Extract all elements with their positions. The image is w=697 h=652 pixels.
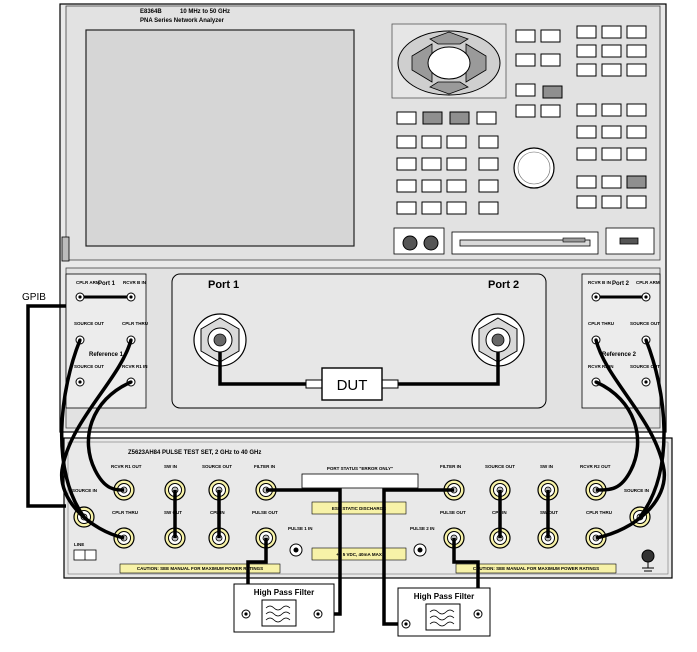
analyzer-display [85, 29, 355, 247]
right-source-out2-label: SOURCE OUT [630, 364, 660, 369]
port2-dut-cable [398, 352, 500, 386]
pulse1-bnc[interactable] [289, 543, 303, 557]
floppy-drive[interactable] [451, 231, 599, 255]
soft-keys[interactable] [396, 111, 497, 125]
filter-in-right-label: FILTER IN [440, 464, 461, 469]
sw-out-left-label: SW OUT [164, 510, 182, 515]
rotary-knob[interactable] [513, 147, 555, 189]
gpib-label: GPIB [22, 292, 46, 303]
sw-in-right-label: SW IN [540, 464, 553, 469]
line-switch[interactable] [73, 549, 97, 561]
port-status-label: PORT STATUS "ERROR ONLY" [327, 466, 393, 471]
cplr-thru-right-label: CPLR THRU [586, 510, 612, 515]
hpf-left-label: High Pass Filter [254, 588, 314, 597]
high-pass-filter-left: High Pass Filter [233, 583, 335, 633]
function-keys-lower[interactable] [576, 175, 647, 209]
pulse-test-set: Z5623AH84 PULSE TEST SET, 2 GHz to 40 GH… [63, 437, 673, 579]
analyzer-freq: 10 MHz to 50 GHz [180, 9, 230, 15]
ground-icon [641, 549, 655, 572]
line-label: LINE [74, 542, 84, 547]
rcvr-r1-out-label: RCVR R1 OUT [111, 464, 142, 469]
caution-right: CAUTION: SEE MANUAL FOR MAXIMUM POWER RA… [473, 566, 599, 571]
caution-left: CAUTION: SEE MANUAL FOR MAXIMUM POWER RA… [137, 566, 263, 571]
left-source-out-label: SOURCE OUT [74, 321, 104, 326]
source-out-right-label: SOURCE OUT [485, 464, 515, 469]
pulse2-bnc[interactable] [413, 543, 427, 557]
pna-network-analyzer: E8364B 10 MHz to 50 GHz PNA Series Netwo… [59, 3, 667, 433]
pulse-out-right-label: PULSE OUT [440, 510, 466, 515]
testset-title: Z5623AH84 PULSE TEST SET, 2 GHz to 40 GH… [128, 450, 261, 456]
right-rcvr-r2-label: RCVR R2 IN [588, 364, 614, 369]
left-rcvr-r1-label: RCVR R1 IN [122, 364, 148, 369]
left-source-out2-label: SOURCE OUT [74, 364, 104, 369]
right-rcvr-b-label: RCVR B IN [588, 280, 611, 285]
power-buttons[interactable] [393, 227, 445, 255]
port1-dut-cable [218, 352, 306, 386]
port1-connector[interactable] [193, 313, 247, 367]
function-keys-top[interactable] [515, 25, 647, 161]
reference2-label: Reference 2 [602, 352, 637, 358]
left-rcvr-b-label: RCVR B IN [123, 280, 146, 285]
port2-label: Port 2 [488, 279, 519, 291]
source-in-left-label: SOURCE IN [72, 488, 97, 493]
source-out-left-label: SOURCE OUT [202, 464, 232, 469]
left-cplr-arm-label: CPLR ARM [76, 280, 100, 285]
port2-label-small: Port 2 [612, 281, 630, 287]
cplr-thru-left-label: CPLR THRU [112, 510, 138, 515]
port1-label: Port 1 [208, 279, 239, 291]
port1-label-small: Port 1 [98, 281, 116, 287]
right-cplr-thru-label: CPLR THRU [588, 321, 614, 326]
rcvr-r2-out-label: RCVR R2 OUT [580, 464, 611, 469]
pulse1-label: PULSE 1 IN [288, 526, 313, 531]
usb-port[interactable] [605, 227, 655, 255]
analyzer-series: PNA Series Network Analyzer [140, 18, 225, 24]
pulse-spec-label: +/- 5 VDC, 40mA MAX [336, 552, 382, 557]
right-source-out-label: SOURCE OUT [630, 321, 660, 326]
dut-label: DUT [337, 377, 368, 394]
navigation-pad[interactable] [397, 30, 501, 96]
left-cplr-thru-label: CPLR THRU [122, 321, 148, 326]
filter-in-left-label: FILTER IN [254, 464, 275, 469]
port2-connector[interactable] [471, 313, 525, 367]
gpib-cable: GPIB [22, 292, 66, 508]
hpf-right-label: High Pass Filter [414, 592, 474, 601]
rf-cables [60, 339, 666, 626]
pulse2-label: PULSE 2 IN [410, 526, 435, 531]
right-cplr-arm-label: CPLR ARM [636, 280, 660, 285]
pulse-out-left-label: PULSE OUT [252, 510, 278, 515]
esd-label: ESD STATIC DISCHARGE [332, 506, 386, 511]
sw-in-left-label: SW IN [164, 464, 177, 469]
high-pass-filter-right: High Pass Filter [397, 587, 491, 637]
source-in-right-label: SOURCE IN [624, 488, 649, 493]
dut-box: DUT [321, 367, 383, 401]
reference1-label: Reference 1 [89, 352, 124, 358]
analyzer-model: E8364B [140, 9, 162, 15]
